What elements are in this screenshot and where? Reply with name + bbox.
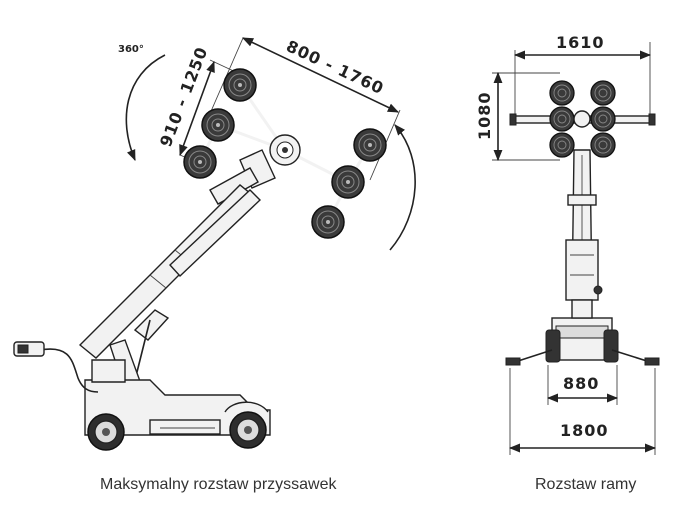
dim-label-inner: 880 (563, 374, 599, 393)
suction-cup (201, 108, 235, 142)
caption-side-view: Maksymalny rozstaw przyssawek (100, 476, 337, 493)
front-base (505, 299, 660, 366)
front-mast (565, 149, 603, 301)
tow-handle (39, 348, 99, 393)
wheel-front (229, 411, 267, 449)
suction-cup (353, 128, 387, 162)
suction-cup (311, 205, 345, 239)
rotation-arrow-right (389, 124, 416, 251)
suction-cup (183, 145, 217, 179)
dim-label-top: 1610 (556, 33, 605, 52)
front-view: 1610 1080 (475, 33, 660, 455)
rotation-label: 360° (118, 44, 144, 55)
dim-label-horizontal: 800 - 1760 (283, 36, 387, 98)
dim-label-outer: 1800 (560, 421, 609, 440)
rotation-arrow-left (125, 54, 166, 162)
suction-cup (331, 165, 365, 199)
caption-front-view: Rozstaw ramy (535, 476, 637, 493)
telescopic-boom (78, 184, 262, 359)
dim-line-vertical (179, 60, 215, 157)
dim-label-height: 1080 (475, 91, 494, 140)
wheel-rear (87, 413, 125, 451)
dim-label-vertical: 910 - 1250 (156, 44, 212, 150)
suction-cup (223, 68, 257, 102)
dim-line-horizontal (241, 37, 400, 113)
side-view: 360° 800 - 1760 910 - 1250 (13, 36, 416, 451)
chassis (84, 359, 271, 436)
